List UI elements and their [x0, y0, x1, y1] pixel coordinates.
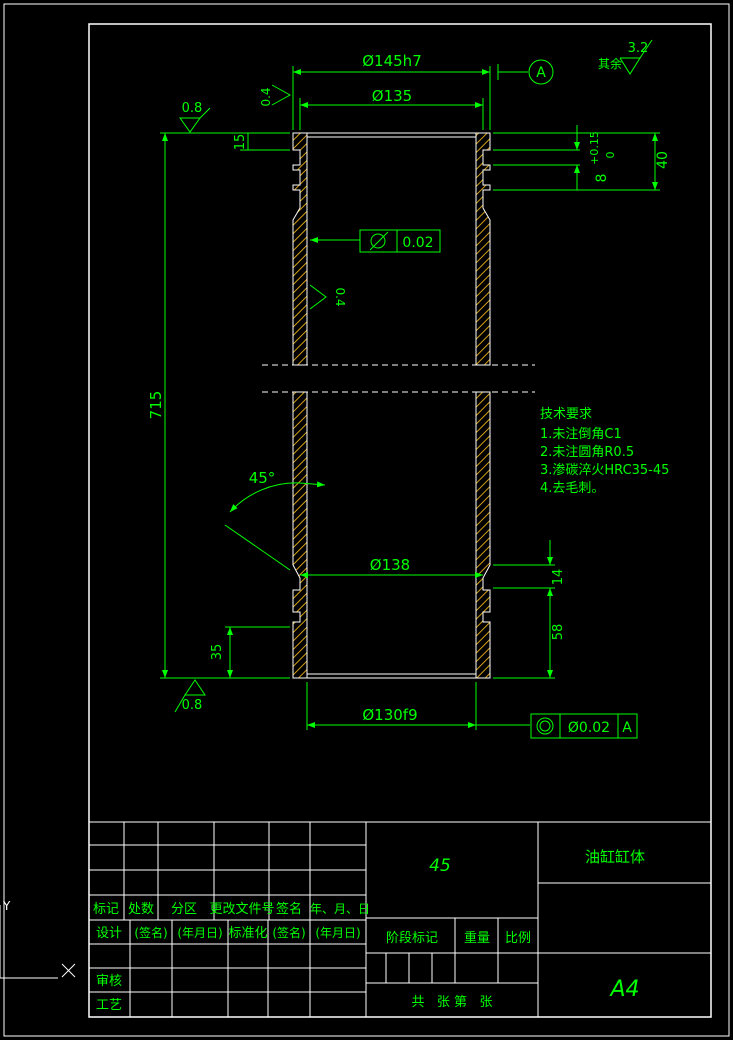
dim-14: 14: [551, 569, 566, 586]
tb-scale: 比例: [505, 931, 531, 946]
tb-r-std: 标准化: [228, 926, 267, 941]
tb-r-date1: (年月日): [177, 926, 222, 940]
dim-715: 715: [147, 391, 165, 420]
roughness-bottom-left: 0.8: [182, 698, 203, 713]
ucs-icon: [0, 905, 76, 979]
title-block: [89, 821, 711, 1017]
cylindricity-frame: [359, 229, 441, 253]
roughness-top-left: 0.8: [182, 101, 203, 116]
left-wall-top: [292, 132, 308, 366]
tb-material: 45: [429, 856, 451, 876]
outer-frame: [3, 3, 730, 1037]
tb-part-name: 油缸缸体: [585, 848, 645, 866]
dim-angle45: 45°: [249, 469, 276, 487]
right-wall-bottom: [475, 391, 491, 679]
roughness-other-value: 3.2: [628, 41, 649, 56]
roughness-inner-bore: 0.4: [333, 287, 347, 306]
tb-r-review: 审核: [96, 974, 122, 989]
tb-weight: 重量: [464, 930, 490, 946]
tb-stage: 阶段标记: [386, 931, 438, 946]
datum-a-label: A: [536, 65, 546, 81]
dim-35: 35: [210, 644, 225, 661]
tb-h-mark: 标记: [93, 902, 119, 917]
tb-r-design: 设计: [96, 926, 122, 941]
coaxiality-value: Ø0.02: [568, 720, 610, 736]
dim-58: 58: [551, 624, 566, 641]
tb-sheet-size: A4: [608, 977, 639, 1002]
dim-d130: Ø130f9: [362, 706, 417, 724]
roughness-top-outer: 0.4: [259, 87, 273, 106]
tb-h-zone: 分区: [171, 902, 197, 917]
tech-title: 技术要求: [540, 407, 592, 422]
tb-r-sign1: (签名): [134, 925, 167, 940]
roughness-other-label: 其余: [598, 56, 622, 71]
coaxiality-frame: [530, 713, 638, 739]
tb-h-count: 处数: [128, 902, 154, 917]
ucs-y-label: Y: [2, 899, 11, 913]
dim-d145: Ø145h7: [362, 52, 422, 70]
cylindricity-value: 0.02: [402, 235, 433, 251]
dim-15: 15: [233, 134, 248, 151]
tb-h-sign: 签名: [276, 901, 302, 917]
tb-r-process: 工艺: [96, 998, 122, 1013]
coaxiality-datum: A: [622, 720, 632, 736]
tb-r-date2: (年月日): [315, 926, 360, 940]
tech-item: 3.渗碳淬火HRC35-45: [540, 463, 669, 478]
tb-h-docno: 更改文件号: [209, 902, 274, 917]
tech-item: 1.未注倒角C1: [540, 427, 622, 442]
dim-d135: Ø135: [372, 87, 412, 105]
tech-item: 2.未注圆角R0.5: [540, 445, 634, 460]
left-wall-bottom: [292, 391, 308, 679]
tb-r-sign2: (签名): [272, 925, 305, 940]
part-section: [262, 132, 535, 679]
dim-d138: Ø138: [370, 556, 410, 574]
dim-tol-lower: 0: [604, 152, 617, 159]
dim-8: 8: [594, 174, 610, 183]
tech-requirements: 技术要求 1.未注倒角C1 2.未注圆角R0.5 3.渗碳淬火HRC35-45 …: [540, 407, 669, 496]
tb-h-date: 年、月、日: [310, 902, 370, 916]
tb-sheets: 共 张 第 张: [412, 995, 493, 1010]
inner-frame: [88, 23, 712, 1018]
dim-40: 40: [655, 151, 671, 169]
dim-tol-upper: +0.15: [588, 131, 601, 165]
tech-item: 4.去毛刺。: [540, 481, 604, 496]
right-wall-top: [475, 132, 491, 366]
